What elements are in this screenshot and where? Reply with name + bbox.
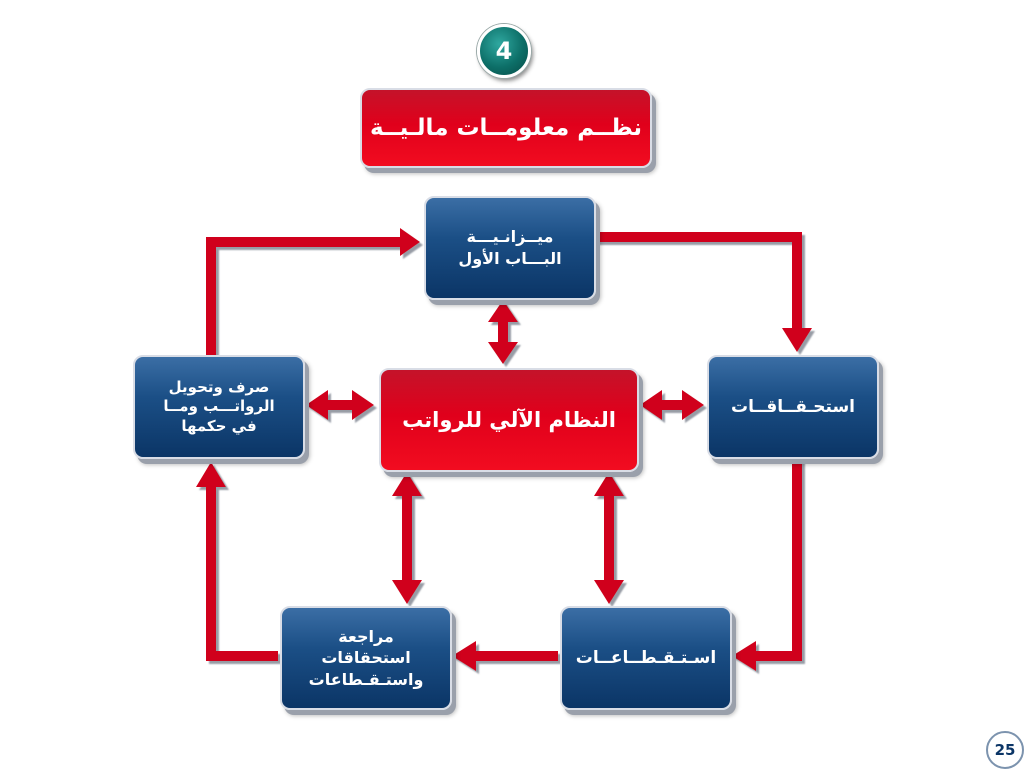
review-box: مراجعة استحقاقات واستـقـطاعات	[280, 606, 452, 710]
arrow-budget-to-entitlements	[596, 232, 812, 352]
double-arrow-center-review	[392, 472, 422, 604]
double-arrow-budget-center	[488, 300, 518, 364]
arrow-entitlements-to-deductions	[732, 460, 802, 671]
slide-number-badge: 4	[477, 24, 531, 78]
arrow-payment-to-budget	[206, 228, 420, 355]
entitlements-box: استحـقــاقــات	[707, 355, 879, 459]
deductions-box: اسـتـقـطــاعــات	[560, 606, 732, 710]
double-arrow-payment-center	[306, 390, 374, 420]
double-arrow-center-entitlements	[640, 390, 704, 420]
arrow-deductions-to-review	[452, 641, 558, 671]
arrow-review-to-payment	[196, 462, 278, 661]
payment-transfer-box: صرف وتحويل الرواتـــب ومــا في حكمها	[133, 355, 305, 459]
budget-box: ميــزانـيـــة البـــاب الأول	[424, 196, 596, 300]
central-payroll-system-box: النظام الآلي للرواتب	[379, 368, 639, 472]
double-arrow-center-deductions	[594, 472, 624, 604]
title-box: نظــم معلومــات مالـيــة	[360, 88, 652, 168]
page-number: 25	[986, 731, 1024, 769]
